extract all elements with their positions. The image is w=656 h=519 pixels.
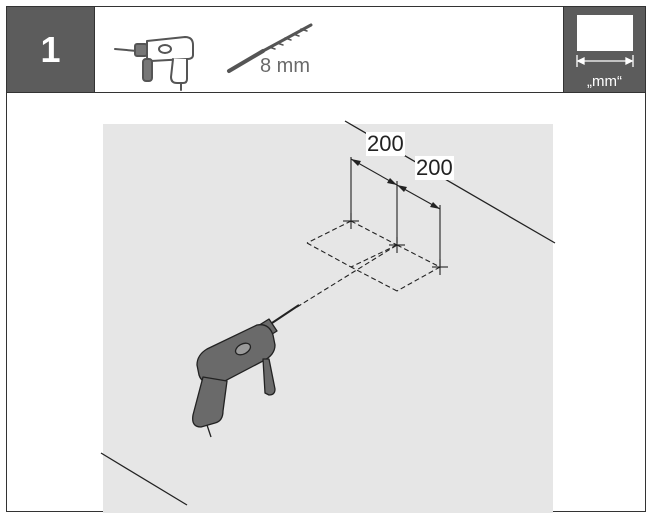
step-number: 1 <box>40 28 61 70</box>
unit-label: „mm“ <box>587 73 622 90</box>
drilling-diagram: 200 200 <box>7 93 645 513</box>
dimension-label-1: 200 <box>366 131 405 156</box>
measurement-unit-icon <box>576 15 634 67</box>
instruction-panel: 1 <box>6 6 646 513</box>
step-indicator: 1 <box>7 7 95 92</box>
drill-bit-icon <box>227 23 313 73</box>
header-bar: 1 <box>7 7 645 93</box>
hammer-drill-icon <box>114 36 194 91</box>
drill-bit-size-label: 8 mm <box>260 55 310 77</box>
unit-indicator: „mm“ <box>563 7 645 92</box>
dimension-label-2: 200 <box>415 155 454 180</box>
tools-area: 8 mm <box>95 7 565 92</box>
wall-drilling-illustration <box>100 120 556 513</box>
